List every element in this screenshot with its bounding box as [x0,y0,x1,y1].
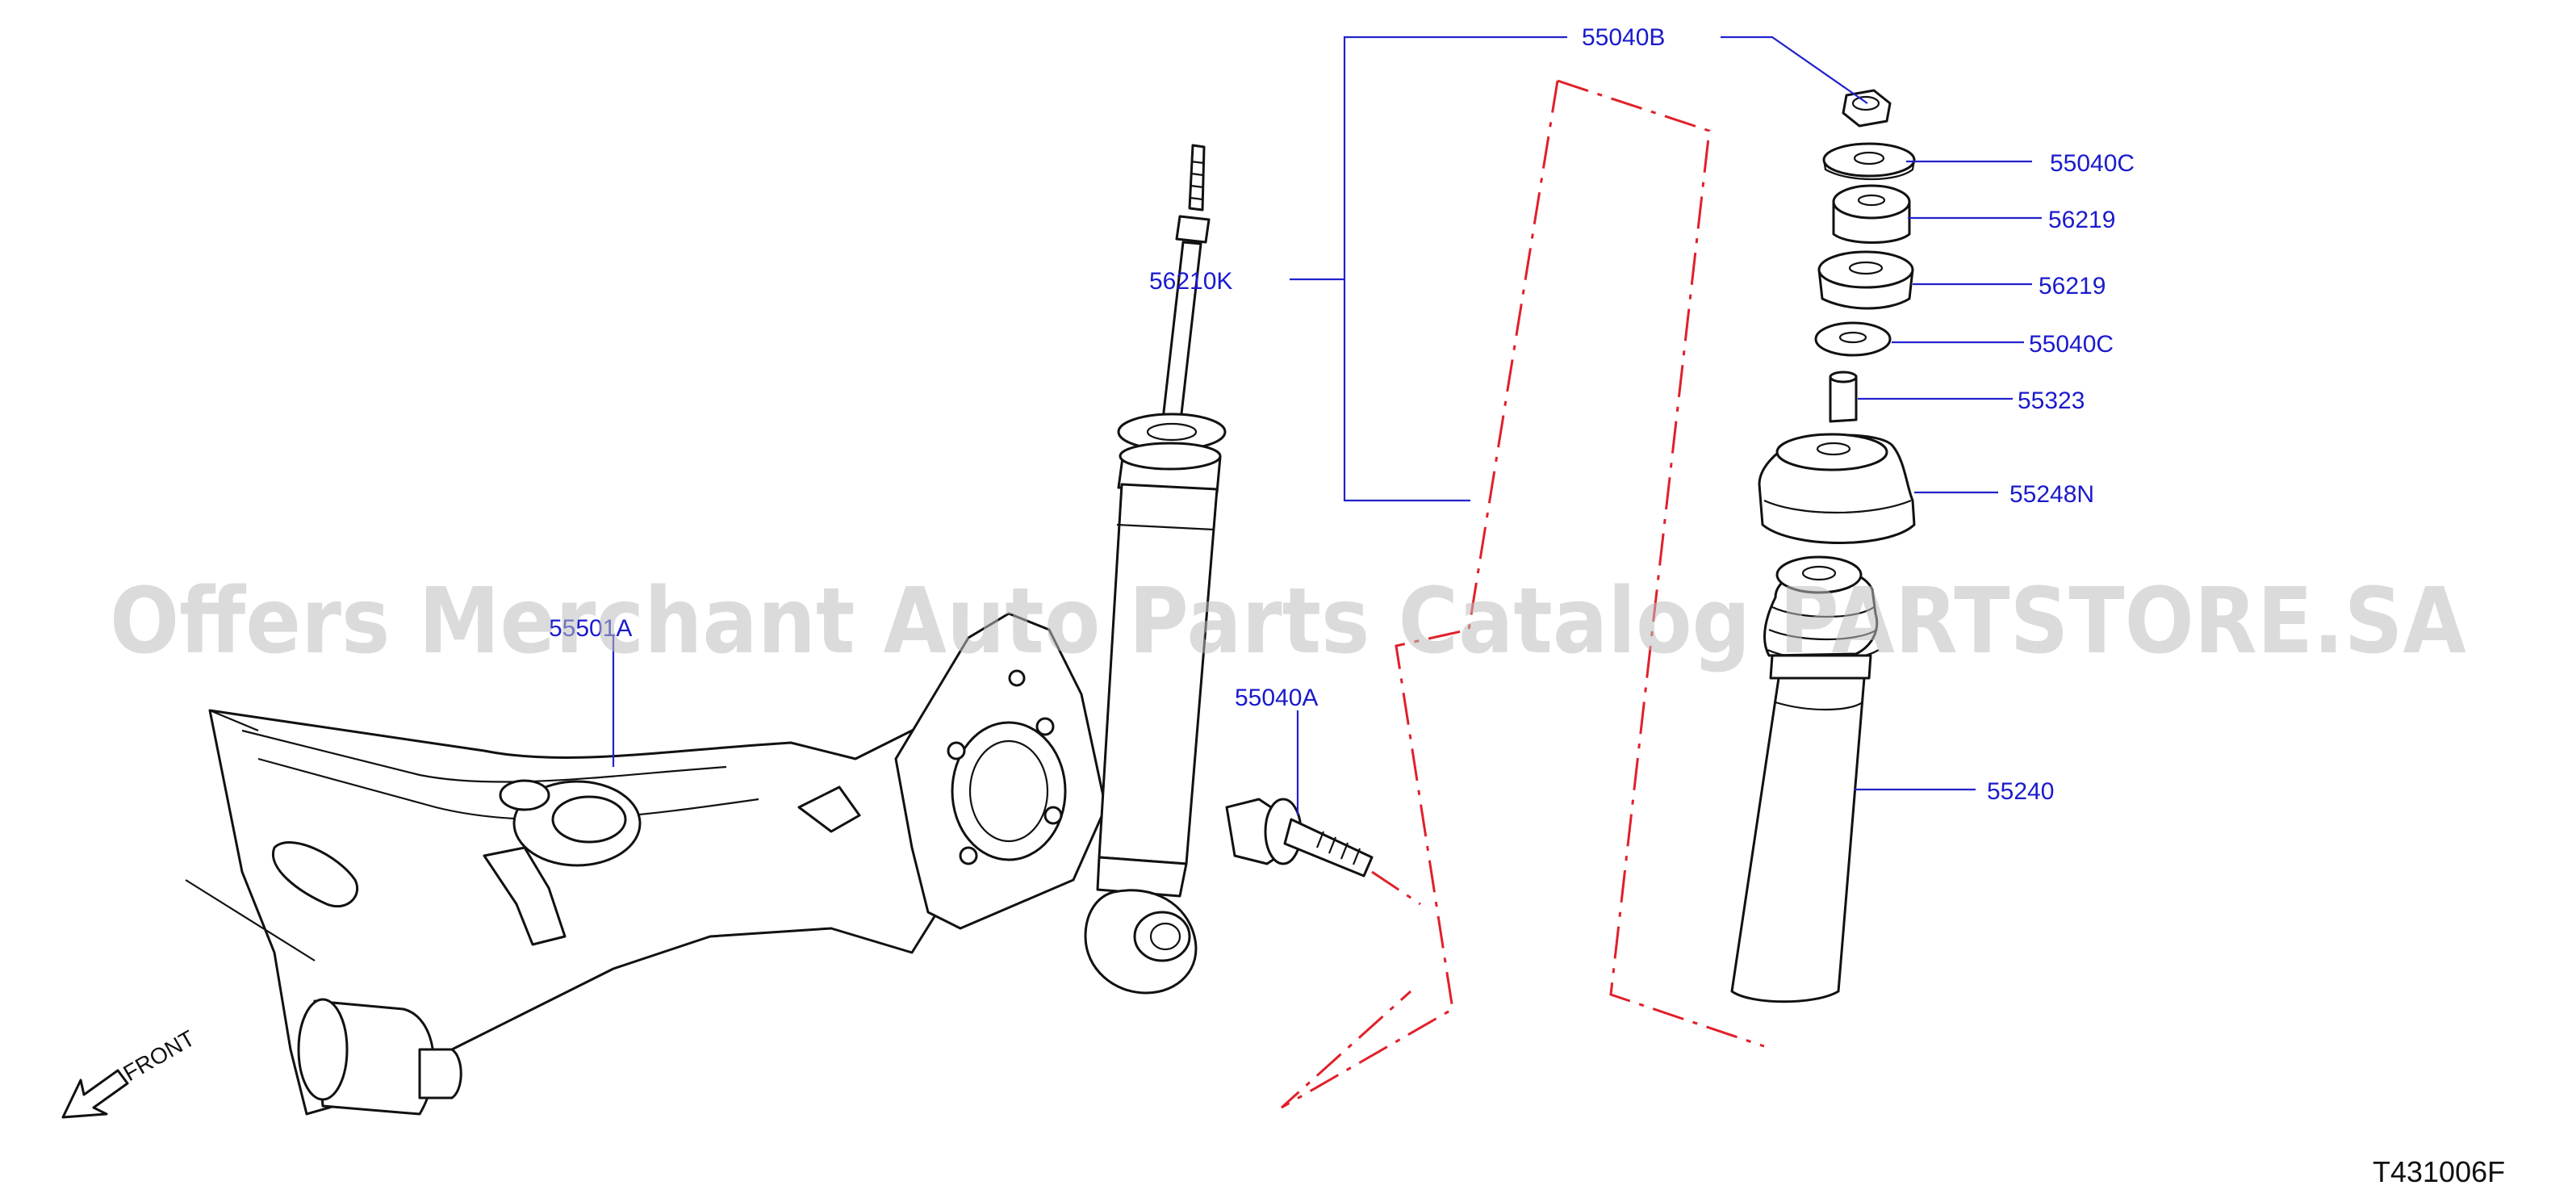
bushing-56219-bottom [1817,250,1914,310]
callout-55040B: 55040B [1582,24,1665,51]
sleeve-55323 [1829,371,1858,423]
assembly-reference-lines [1280,79,1765,1109]
callout-55240: 55240 [1987,778,2054,805]
callout-56219-top: 56219 [2048,207,2115,233]
callout-55248N: 55248N [2009,481,2094,508]
washer-55040C-top [1822,142,1916,181]
callout-56210K: 56210K [1149,268,1232,295]
front-arrow-icon [61,1069,129,1119]
watermark: Offers Merchant Auto Parts Catalog PARTS… [110,569,2466,674]
callout-55323: 55323 [2018,387,2085,414]
callout-56219-bottom: 56219 [2039,273,2106,300]
shock-absorber [1084,144,1227,995]
callout-55501: 55501A [549,615,632,642]
front-direction: FRONT [61,1025,199,1119]
washer-55040C-bottom [1814,321,1892,357]
callout-labels: 55040B 55040C 56219 56219 55040C 55323 5… [549,24,2135,805]
diagram-code: T431006F [2373,1155,2505,1188]
leader-lines [612,36,2042,815]
callout-55040C-bottom: 55040C [2029,331,2114,358]
callout-55040C-top: 55040C [2050,150,2135,177]
bump-stop-cover-55248N [1758,433,1916,544]
callout-55040A: 55040A [1235,685,1318,711]
bushing-56219-top [1832,184,1911,244]
front-label: FRONT [119,1025,199,1086]
rear-suspension-beam [185,612,1107,1116]
mounting-bolt [1225,798,1374,878]
nut-55040B [1842,89,1892,128]
dust-boot-55240 [1730,555,1880,1003]
